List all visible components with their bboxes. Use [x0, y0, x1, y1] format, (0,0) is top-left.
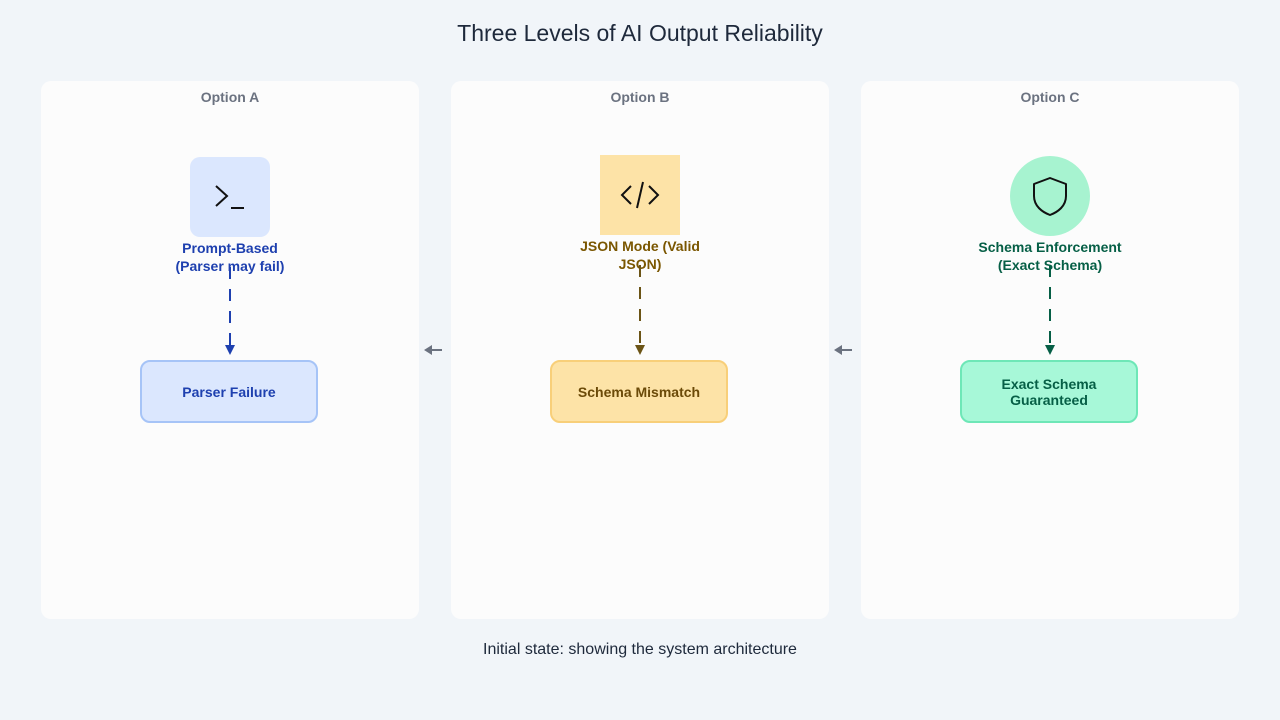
- option-a-flow-arrow: [225, 267, 235, 355]
- option-b-flow-arrow: [635, 265, 645, 355]
- prompt-based-label-line2: (Parser may fail): [175, 258, 285, 274]
- exact-schema-line2: Guaranteed: [1010, 391, 1088, 408]
- parser-failure-box: Parser Failure: [140, 360, 318, 423]
- option-c-flow-arrow: [1045, 265, 1055, 355]
- shield-icon: [1010, 156, 1090, 236]
- json-mode-label: JSON Mode (Valid JSON): [531, 237, 749, 273]
- diagram-title: Three Levels of AI Output Reliability: [457, 20, 823, 46]
- option-b-label: Option B: [610, 89, 670, 105]
- schema-mismatch-line1: Schema Mismatch: [577, 383, 701, 400]
- option-c-panel: Option C Schema Enforcement (Exact Schem…: [861, 81, 1239, 619]
- terminal-icon: [190, 157, 270, 237]
- exact-schema-line1: Exact Schema: [1001, 375, 1097, 392]
- option-c-label: Option C: [1020, 89, 1080, 105]
- b-to-a-arrow: [424, 345, 442, 355]
- prompt-based-label-line1: Prompt-Based: [182, 240, 278, 256]
- json-mode-label-line2: JSON): [618, 256, 662, 272]
- option-a-label: Option A: [200, 89, 260, 105]
- prompt-based-label: Prompt-Based (Parser may fail): [121, 239, 339, 275]
- json-mode-label-line1: JSON Mode (Valid: [580, 238, 700, 254]
- code-icon: [600, 155, 680, 235]
- option-a-panel: Option A Prompt-Based (Parser may fail) …: [41, 81, 419, 619]
- exact-schema-box: Exact Schema Guaranteed: [960, 360, 1138, 423]
- schema-mismatch-box: Schema Mismatch: [550, 360, 728, 423]
- status-caption: Initial state: showing the system archit…: [483, 641, 797, 658]
- parser-failure-line1: Parser Failure: [182, 383, 276, 400]
- c-to-b-arrow: [834, 345, 852, 355]
- schema-enforcement-label-line1: Schema Enforcement: [978, 239, 1122, 255]
- option-b-panel: Option B JSON Mode (Valid JSON) Schema M…: [451, 81, 829, 619]
